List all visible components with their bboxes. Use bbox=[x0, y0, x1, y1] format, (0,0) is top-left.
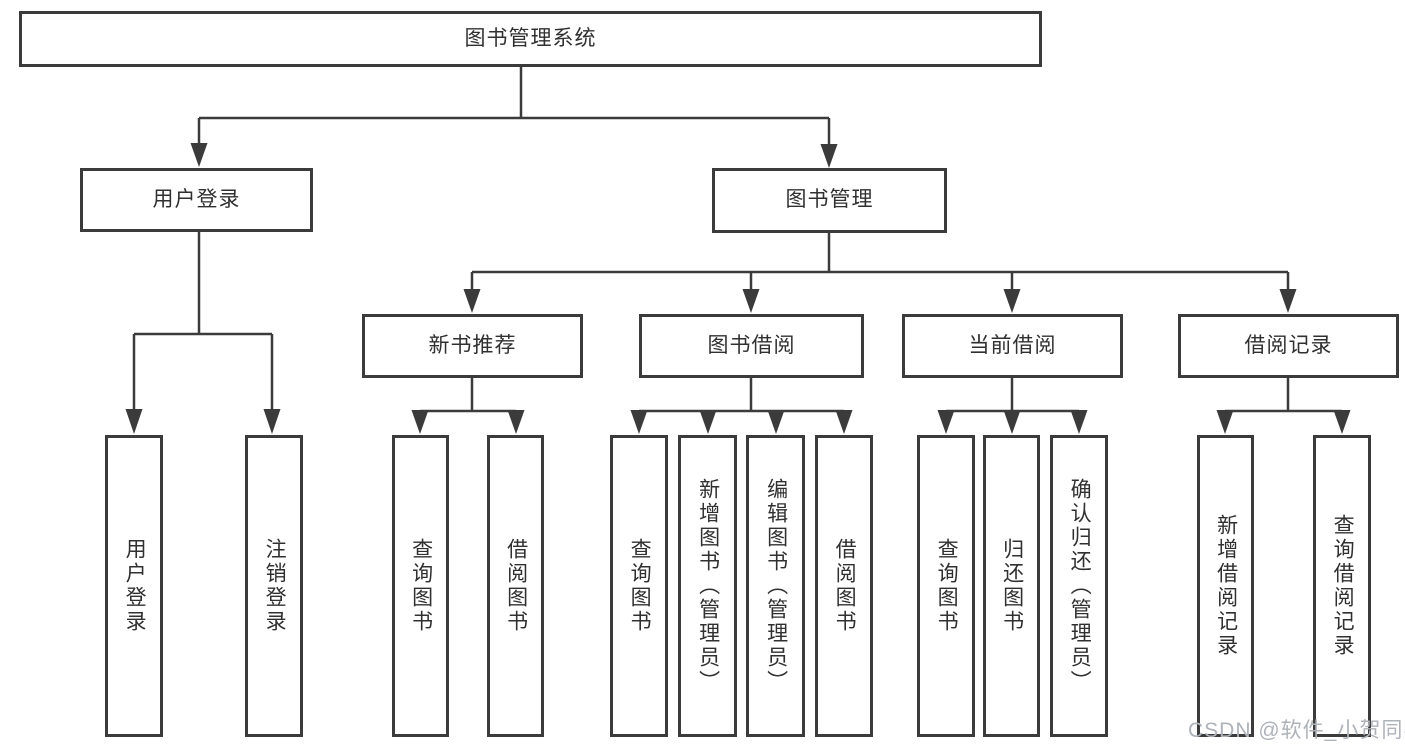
node-new-book-recommend: 新书推荐 bbox=[362, 314, 583, 378]
node-br-add-record: 新增借阅记录 bbox=[1197, 435, 1254, 737]
arrowhead-down-icon bbox=[463, 289, 481, 313]
node-user-login-leaf: 用户登录 bbox=[105, 435, 163, 737]
node-book-management: 图书管理 bbox=[712, 168, 947, 233]
connector-bookborrow-to-leaves bbox=[630, 378, 853, 434]
node-current-borrow: 当前借阅 bbox=[902, 314, 1123, 378]
connector-line bbox=[1225, 378, 1342, 413]
connector-newbook-to-leaves bbox=[411, 378, 525, 434]
arrowhead-down-icon bbox=[1216, 410, 1234, 434]
node-nb-borrow-books: 借阅图书 bbox=[487, 435, 544, 737]
connector-line bbox=[639, 378, 844, 413]
arrowhead-down-icon bbox=[263, 409, 281, 434]
node-user-login: 用户登录 bbox=[80, 168, 313, 232]
connector-line bbox=[132, 232, 274, 412]
arrowhead-down-icon bbox=[820, 144, 838, 168]
arrowhead-down-icon bbox=[125, 409, 143, 434]
connector-line bbox=[420, 378, 516, 413]
node-logout-leaf: 注销登录 bbox=[245, 435, 303, 737]
arrowhead-down-icon bbox=[507, 410, 525, 434]
arrowhead-down-icon bbox=[937, 410, 955, 434]
connector-currentborrow-to-leaves bbox=[937, 378, 1088, 434]
node-nb-query-books: 查询图书 bbox=[392, 435, 449, 737]
node-cb-confirm-return-admin: 确认归还（管理员） bbox=[1050, 435, 1108, 737]
connector-line bbox=[470, 233, 1290, 291]
arrowhead-down-icon bbox=[1003, 410, 1021, 434]
connector-userlogin-to-leaves bbox=[125, 232, 281, 434]
arrowhead-down-icon bbox=[1333, 410, 1351, 434]
arrowhead-down-icon bbox=[1003, 289, 1021, 313]
arrowhead-down-icon bbox=[1279, 289, 1297, 313]
node-bb-borrow-books: 借阅图书 bbox=[815, 435, 873, 737]
arrowhead-down-icon bbox=[190, 143, 208, 167]
arrowhead-down-icon bbox=[699, 410, 717, 434]
arrowhead-down-icon bbox=[835, 410, 853, 434]
node-borrow-records: 借阅记录 bbox=[1178, 314, 1399, 378]
node-root: 图书管理系统 bbox=[19, 11, 1042, 67]
csdn-watermark: CSDN @软件_小贺同学 bbox=[1188, 719, 1405, 742]
node-br-query-record: 查询借阅记录 bbox=[1313, 435, 1371, 737]
connector-line bbox=[946, 378, 1079, 413]
connector-bookmgmt-to-level3 bbox=[463, 233, 1297, 313]
arrowhead-down-icon bbox=[742, 289, 760, 313]
arrowhead-down-icon bbox=[767, 410, 785, 434]
arrowhead-down-icon bbox=[411, 410, 429, 434]
node-cb-query-books: 查询图书 bbox=[917, 435, 975, 737]
arrowhead-down-icon bbox=[630, 410, 648, 434]
node-cb-return-books: 归还图书 bbox=[983, 435, 1040, 737]
node-book-borrow: 图书借阅 bbox=[639, 314, 864, 378]
node-bb-add-books-admin: 新增图书（管理员） bbox=[678, 435, 737, 737]
node-bb-query-books: 查询图书 bbox=[610, 435, 668, 737]
connector-line bbox=[197, 67, 831, 147]
connector-records-to-leaves bbox=[1216, 378, 1351, 434]
node-bb-edit-books-admin: 编辑图书（管理员） bbox=[746, 435, 805, 737]
connector-root-to-level2 bbox=[190, 67, 838, 168]
arrowhead-down-icon bbox=[1070, 410, 1088, 434]
